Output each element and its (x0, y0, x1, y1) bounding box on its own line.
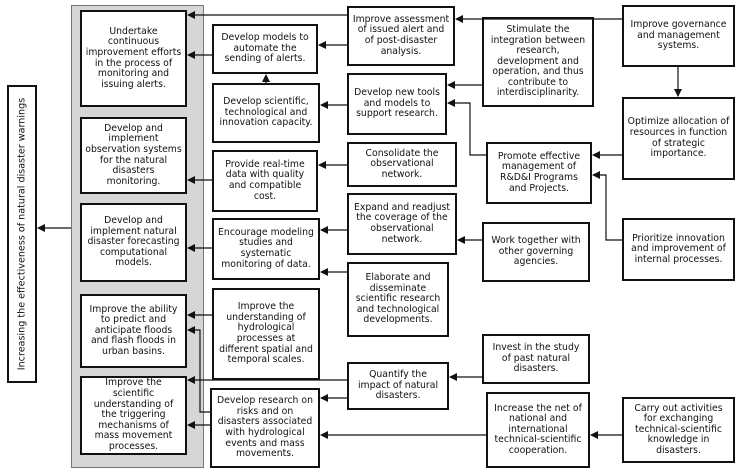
driver-knowledge-exchange: Carry out activities for exchanging tech… (622, 397, 735, 463)
strategy-modeling-studies: Encourage modeling studies and systemati… (212, 218, 320, 280)
arrow-c6-to-b4 (187, 326, 210, 413)
action-disseminate-research: Elaborate and disseminate scientific res… (347, 262, 449, 337)
action-quantify-impact: Quantify the impact of natural disasters… (347, 362, 449, 410)
goal-label: Increasing the effectiveness of natural … (7, 85, 37, 383)
action-expand-network: Expand and readjust the coverage of the … (347, 193, 457, 255)
action-stimulate-integration: Stimulate the integration between resear… (482, 17, 594, 107)
action-work-together: Work together with other governing agenc… (482, 222, 590, 282)
strategy-sti-capacity: Develop scientific, technological and in… (212, 83, 320, 143)
objective-observation-systems: Develop and implement observation system… (80, 117, 187, 194)
arrow-e2-to-d2 (447, 99, 486, 156)
action-cooperation-network: Increase the net of national and interna… (486, 392, 590, 468)
driver-innovation: Prioritize innovation and improvement of… (622, 218, 735, 281)
action-consolidate-network: Consolidate the observational network. (347, 142, 457, 187)
action-past-disasters: Invest in the study of past natural disa… (482, 334, 590, 384)
action-new-tools: Develop new tools and models to support … (347, 73, 447, 135)
action-improve-assessment: Improve assessment of issued alert and o… (347, 6, 455, 66)
strategy-automate-alerts: Develop models to automate the sending o… (212, 24, 318, 74)
arrow-f3-to-e2 (592, 171, 622, 241)
driver-governance: Improve governance and management system… (622, 5, 735, 67)
objective-forecasting-models: Develop and implement natural disaster f… (80, 203, 187, 282)
action-promote-management: Promote effective management of R&D&I Pr… (486, 142, 592, 204)
strategy-research-risks: Develop research on risks and on disaste… (210, 388, 320, 468)
driver-resource-allocation: Optimize allocation of resources in func… (622, 97, 735, 180)
strategy-real-time-data: Provide real-time data with quality and … (212, 150, 318, 212)
objective-continuous-improvement: Undertake continuous improvement efforts… (80, 10, 187, 107)
strategy-hydrological-processes: Improve the understanding of hydrologica… (212, 288, 320, 380)
objective-flood-prediction: Improve the ability to predict and antic… (80, 294, 187, 368)
objective-mass-movement: Improve the scientific understanding of … (80, 376, 187, 455)
